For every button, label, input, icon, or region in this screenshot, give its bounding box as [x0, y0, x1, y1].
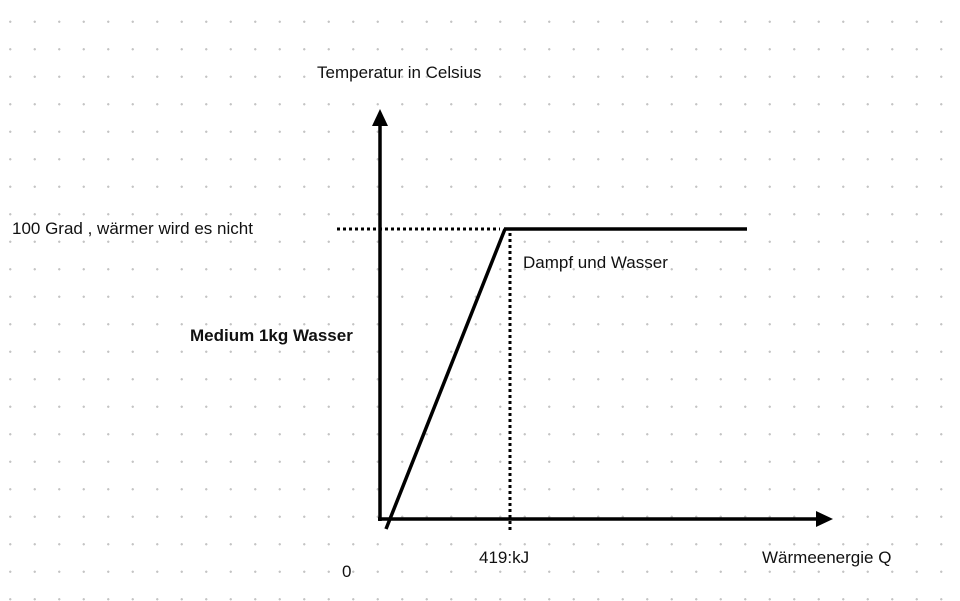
phase-label: Dampf und Wasser — [523, 253, 668, 272]
x-axis-arrow — [816, 511, 833, 527]
y-axis-label: Temperatur in Celsius — [317, 63, 482, 82]
origin-label: 0 — [342, 562, 352, 581]
x-marker-label: 419:kJ — [479, 548, 530, 567]
plateau-label: 100 Grad , wärmer wird es nicht — [12, 219, 253, 238]
medium-label: Medium 1kg Wasser — [190, 326, 353, 345]
x-axis-label: Wärmeenergie Q — [762, 548, 892, 567]
y-axis-arrow — [372, 109, 388, 126]
heating-line — [384, 228, 507, 530]
